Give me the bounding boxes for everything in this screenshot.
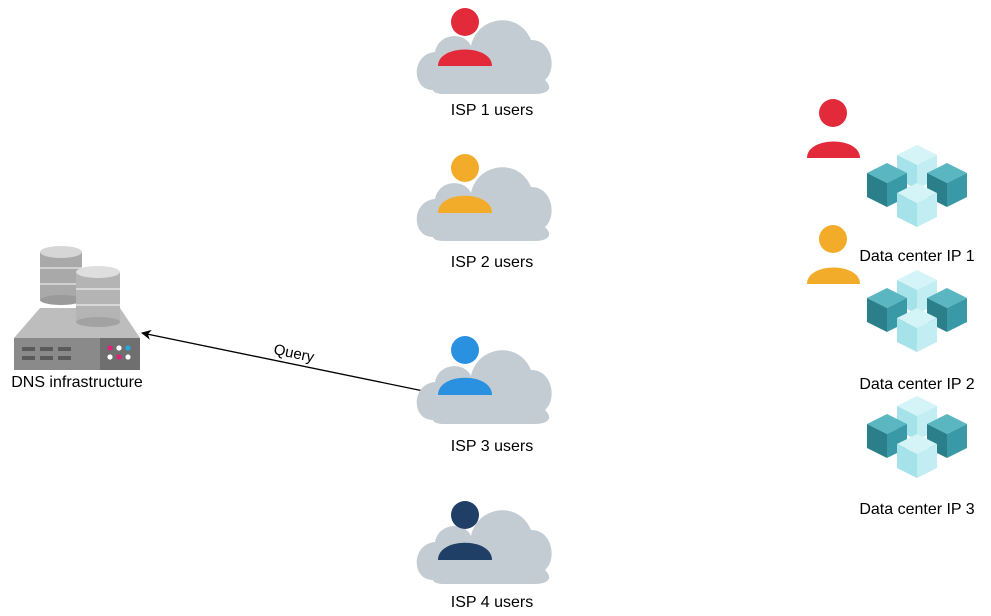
query-arrow [141, 329, 439, 395]
isp2-label: ISP 2 users [451, 254, 533, 271]
cloud-icon [416, 510, 552, 584]
datacenter2-icon [867, 270, 967, 352]
user-icon [438, 154, 492, 213]
user-icon [807, 99, 860, 158]
dns-server-icon [14, 246, 140, 370]
isp4-group [416, 501, 552, 584]
datacenter1-icon [867, 145, 967, 227]
datacenter3-icon [867, 396, 967, 478]
user-icon [438, 501, 492, 560]
user-icon [438, 336, 492, 395]
user-icon [807, 225, 860, 284]
isp3-label: ISP 3 users [451, 438, 533, 455]
user-icon [438, 8, 492, 66]
isp1-label: ISP 1 users [451, 102, 533, 119]
query-label: Query [272, 341, 316, 366]
dns-label: DNS infrastructure [11, 374, 143, 391]
isp4-label: ISP 4 users [451, 594, 533, 611]
isp1-group [416, 8, 552, 95]
isp2-group [416, 154, 552, 241]
isp3-group [416, 336, 552, 424]
dc3-label: Data center IP 3 [859, 501, 974, 518]
dc2-label: Data center IP 2 [859, 376, 974, 393]
dc1-label: Data center IP 1 [859, 248, 974, 265]
